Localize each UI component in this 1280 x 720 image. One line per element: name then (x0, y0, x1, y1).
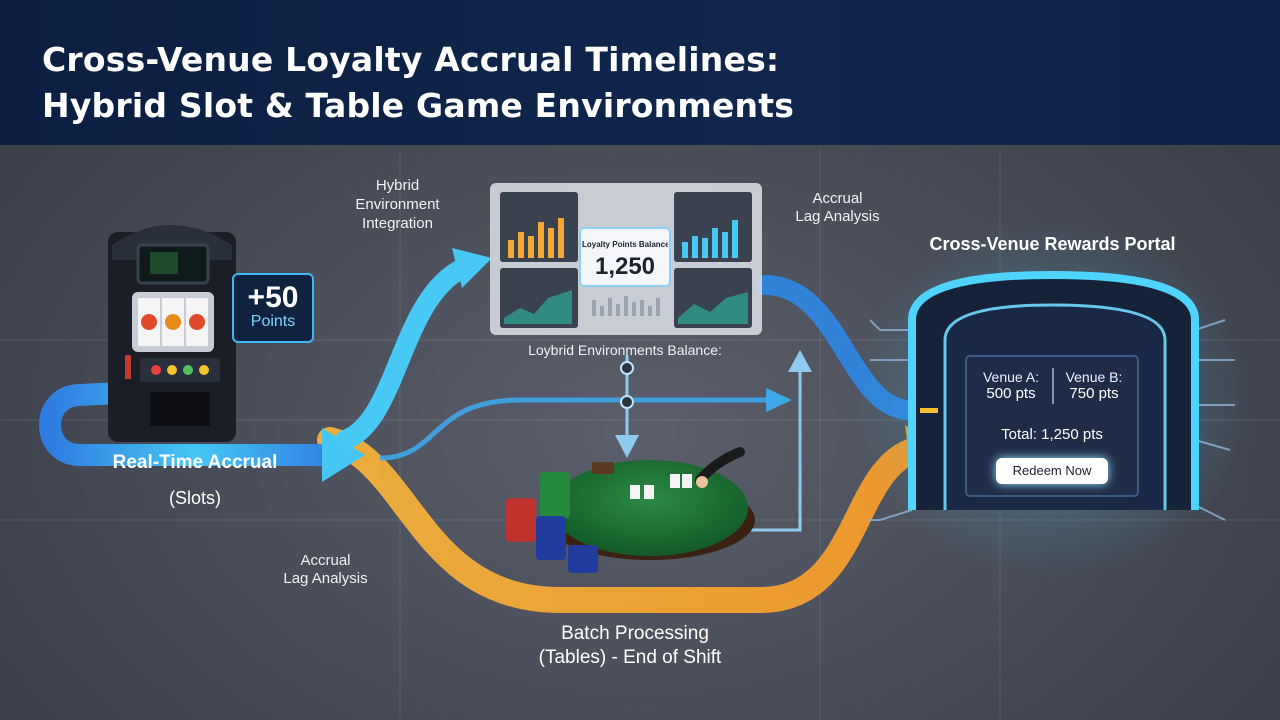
blackjack-table-illustration (545, 447, 755, 560)
venue-b-value: 750 pts (1069, 385, 1119, 402)
realtime-flow-rise (335, 255, 480, 450)
redeem-now-button[interactable]: Redeem Now (996, 458, 1108, 484)
connector-down-arrowhead (615, 435, 639, 458)
integration-link (379, 397, 770, 461)
balance-card (579, 227, 671, 287)
lag-left-line-1: Accrual (300, 552, 351, 569)
slot-machine-illustration (108, 225, 236, 442)
connector-node-1 (620, 361, 634, 375)
accrual-lag-annotation-left: Accrual Lag Analysis (278, 552, 373, 588)
lag-top-line-1: Accrual (812, 190, 863, 207)
batch-flow-path (317, 427, 928, 613)
batch-flow-label: Batch Processing (561, 623, 709, 644)
hybrid-line-2: Environment (355, 196, 440, 213)
realtime-flow-loop (39, 381, 351, 466)
balance-card-title: Loyalty Points Balance (582, 240, 668, 249)
hybrid-line-3: Integration (362, 215, 433, 232)
title-line-1: Cross-Venue Loyalty Accrual Timelines: (42, 40, 780, 79)
header-banner: Cross-Venue Loyalty Accrual Timelines: H… (0, 0, 1280, 145)
venue-b-label: Venue B: (1065, 369, 1123, 385)
circuit-traces (868, 319, 1235, 521)
dashboard-caption: Loybrid Environments Balance: (528, 342, 722, 358)
realtime-rise-arrowhead (452, 248, 492, 288)
realtime-flow-arrowhead (322, 428, 365, 482)
portal-status-bar (920, 408, 938, 413)
slot-points-badge: +50 Points (232, 273, 314, 343)
realtime-flow-label: Real-Time Accrual (112, 452, 278, 473)
batch-flow-sublabel: (Tables) - End of Shift (538, 647, 722, 668)
connector-node-2 (620, 395, 634, 409)
portal-total: Total: 1,250 pts (1001, 426, 1103, 443)
table-return-connector (740, 370, 802, 532)
slot-points-unit: Points (250, 313, 296, 330)
slot-points-value: +50 (247, 281, 299, 314)
return-up-arrowhead (788, 350, 812, 372)
venue-a-label: Venue A: (982, 369, 1040, 385)
title-line-2: Hybrid Slot & Table Game Environments (42, 86, 795, 125)
balance-card-value: 1,250 (594, 253, 656, 280)
integration-link-arrowhead (766, 388, 792, 412)
hybrid-line-1: Hybrid (375, 177, 420, 194)
realtime-flow-sublabel: (Slots) (168, 488, 221, 508)
lag-top-line-2: Lag Analysis (795, 208, 880, 225)
portal-title: Cross-Venue Rewards Portal (929, 234, 1176, 254)
poker-chip-stacks (506, 472, 598, 573)
lag-left-line-2: Lag Analysis (283, 570, 368, 587)
accrual-lag-annotation-top: Accrual Lag Analysis (790, 190, 885, 226)
hybrid-integration-annotation: Hybrid Environment Integration (340, 176, 455, 233)
venue-a-value: 500 pts (986, 385, 1036, 402)
